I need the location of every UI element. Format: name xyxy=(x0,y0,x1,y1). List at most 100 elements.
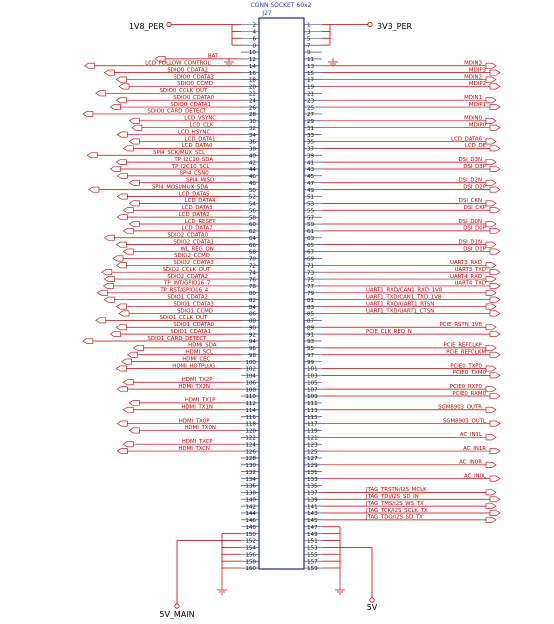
pin-number: 76 xyxy=(249,277,257,283)
net-label: UART1_RXD/UART1_RTSN xyxy=(366,301,434,307)
power-port xyxy=(166,21,172,28)
net-label: SDIO0_CDATA0 xyxy=(173,95,214,101)
pin-number: 50 xyxy=(249,188,257,194)
pin-number: 86 xyxy=(249,312,257,318)
net-label: MDIN2 xyxy=(464,74,482,80)
pin-number: 106 xyxy=(245,380,256,386)
net-flag xyxy=(82,338,94,344)
net-label: LCD_DATA3 xyxy=(182,205,213,211)
pin-number: 49 xyxy=(307,188,315,194)
pin-number: 147 xyxy=(307,525,318,531)
pin-number: 116 xyxy=(245,415,256,421)
net-label: SGM8903_OUTL xyxy=(443,418,486,424)
pin-number: 1 xyxy=(307,23,311,29)
pin-number: 23 xyxy=(307,98,315,104)
pin-number: 142 xyxy=(245,504,256,510)
net-flag xyxy=(116,131,128,138)
net-flag xyxy=(489,510,501,516)
pin-number: 67 xyxy=(307,250,315,256)
pin-number: 114 xyxy=(245,408,256,414)
net-label: DSI_D2N xyxy=(459,178,482,184)
net-flag xyxy=(128,179,140,186)
net-label: LCD_DATA1 xyxy=(185,136,216,142)
left-net-group: BATLCD_FOLLOW_CONTROLSDIO0_CDATA2SDIO0_C… xyxy=(82,54,219,454)
power-port xyxy=(369,597,375,603)
pin-number: 47 xyxy=(307,181,315,187)
pin-number: 30 xyxy=(249,119,257,125)
pin-number: 110 xyxy=(245,394,256,400)
pin-number: 51 xyxy=(307,195,315,201)
net-flag xyxy=(128,138,140,145)
net-label: TP_I2C10_SCL xyxy=(171,164,210,170)
pin-number: 31 xyxy=(307,126,315,132)
net-flag xyxy=(489,124,501,131)
net-flag xyxy=(122,406,134,413)
net-flag xyxy=(128,399,140,406)
net-label: LCD_DATA2 xyxy=(179,212,210,218)
pin-number: 29 xyxy=(307,119,315,125)
pin-number: 34 xyxy=(249,133,257,139)
pin-number: 83 xyxy=(307,305,315,311)
pin-number: 88 xyxy=(249,319,257,325)
net-label: SDIO2_CCMD xyxy=(174,253,210,259)
pin-number: 103 xyxy=(307,374,318,380)
net-flag xyxy=(485,516,497,523)
net-label: HDMI_SCL xyxy=(186,350,213,356)
pin-number: 150 xyxy=(245,532,256,538)
net-flag xyxy=(485,461,497,468)
net-flag xyxy=(128,221,140,227)
pin-number: 35 xyxy=(307,140,315,146)
net-flag xyxy=(489,228,501,234)
pin-number: 42 xyxy=(249,160,256,166)
power-group: 1V8_PER 3V3_PER 5V_MAIN 5V xyxy=(129,21,413,619)
pin-number: 96 xyxy=(249,346,257,352)
net-flag xyxy=(489,104,501,110)
pin-number: 143 xyxy=(307,511,318,517)
net-flag xyxy=(122,145,134,152)
net-label: HDMI_CEC xyxy=(182,356,210,362)
net-label: PCIE0_TXP0 xyxy=(450,363,482,369)
pin-number: 8 xyxy=(252,43,256,49)
net-label: MDIP2 xyxy=(469,81,486,87)
pin-number: 113 xyxy=(307,408,318,414)
pin-number: 9 xyxy=(307,50,311,56)
net-label: HDMI_HOTPLUG xyxy=(172,363,215,369)
net-flag xyxy=(485,303,497,310)
connector-ref: J27 xyxy=(261,10,272,17)
net-label: LCD_DATA6 xyxy=(451,136,482,142)
net-flag xyxy=(116,214,128,221)
net-flag xyxy=(95,90,107,97)
pin-number: 108 xyxy=(245,387,256,393)
net-label: SDIO2_CCLK_OUT xyxy=(163,267,211,273)
pin-number: 149 xyxy=(307,532,318,538)
pin-number: 95 xyxy=(307,346,315,352)
net-flag xyxy=(485,97,497,104)
net-flag xyxy=(131,124,143,131)
pin-number: 94 xyxy=(249,339,257,345)
net-label: SDIO0_CDATA2 xyxy=(167,67,208,73)
net-label: LCD_DATA4 xyxy=(185,198,216,204)
net-label: LCD_VSYNC xyxy=(184,116,216,122)
pin-number: 84 xyxy=(249,305,257,311)
pin-number: 60 xyxy=(249,222,257,228)
net-label: SDIO2_CDATA2 xyxy=(167,274,208,280)
net-label: AC_IN1R xyxy=(463,446,486,452)
pin-number: 75 xyxy=(307,277,315,283)
net-label: SDIO1_CDATA3 xyxy=(173,301,214,307)
pin-number: 48 xyxy=(249,181,257,187)
net-label: SDIO0_CDATA1 xyxy=(170,102,211,108)
net-flag xyxy=(118,83,130,90)
net-label: WL_REG_ON xyxy=(180,246,213,252)
net-flag xyxy=(489,248,501,255)
net-label: DSI_D0P xyxy=(463,226,486,232)
net-flag xyxy=(485,241,497,248)
net-label: MDIP1 xyxy=(469,102,486,108)
pin-number: 104 xyxy=(245,374,256,380)
pin-number: 118 xyxy=(245,422,256,428)
net-label: LCD_RESET xyxy=(185,219,217,225)
pin-number: 156 xyxy=(245,552,256,558)
net-flag xyxy=(489,145,501,152)
net-flag xyxy=(485,138,497,145)
net-flag xyxy=(103,276,115,282)
net-label: HDMI_TXCP xyxy=(182,439,213,445)
